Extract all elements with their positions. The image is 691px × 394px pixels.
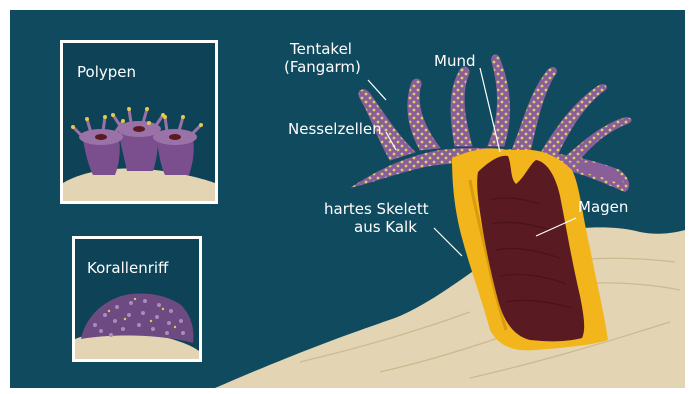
- label-skelett-line2: aus Kalk: [354, 218, 417, 236]
- inset-polypen: Polypen: [60, 40, 218, 204]
- label-tentakel: Tentakel: [290, 40, 352, 58]
- label-nesselzellen: Nesselzellen: [288, 120, 382, 138]
- label-magen: Magen: [578, 198, 628, 216]
- inset-korallenriff: Korallenriff: [72, 236, 202, 362]
- label-mund: Mund: [434, 52, 475, 70]
- label-fangarm: (Fangarm): [284, 58, 361, 76]
- inset-title-korallenriff: Korallenriff: [87, 259, 168, 277]
- polypen-sand: [63, 169, 215, 201]
- riff-mass: [81, 293, 194, 343]
- label-skelett-line1: hartes Skelett: [324, 200, 429, 218]
- inset-title-polypen: Polypen: [77, 63, 136, 81]
- korallenriff-illustration: [75, 239, 199, 359]
